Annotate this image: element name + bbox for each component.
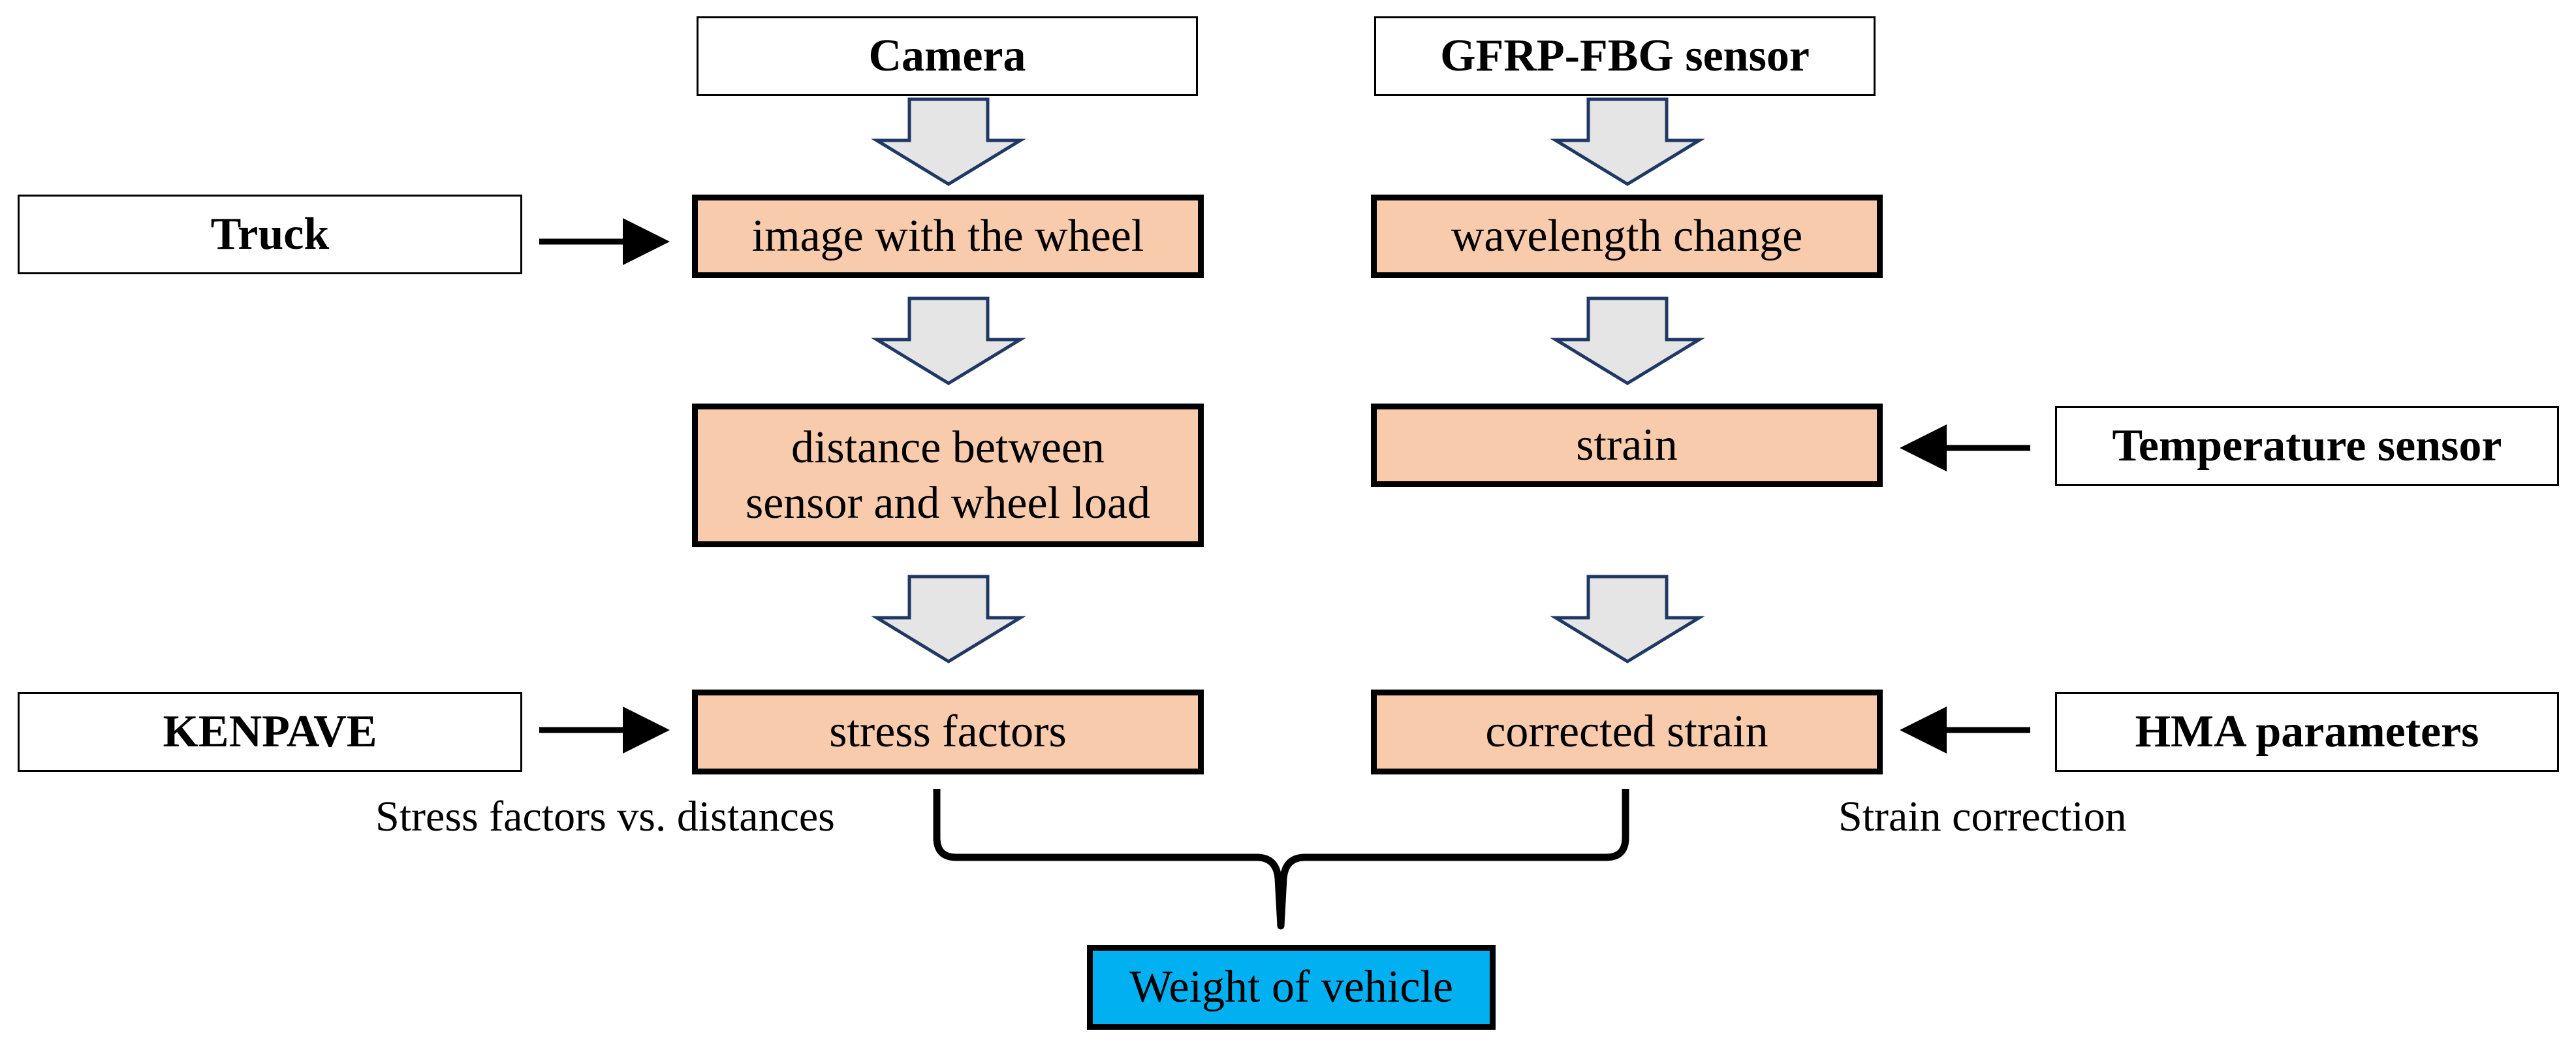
kenpave-box: KENPAVE (18, 692, 522, 772)
distance-label-line2: sensor and wheel load (745, 478, 1151, 528)
strain-box: strain (1371, 404, 1883, 487)
merge-brace (933, 789, 1629, 930)
gfrp-fbg-sensor-box: GFRP-FBG sensor (1374, 16, 1876, 96)
temperature-sensor-label: Temperature sensor (2112, 421, 2502, 471)
down-arrow-camera-to-image (871, 97, 1026, 186)
camera-label: Camera (868, 31, 1026, 82)
camera-box: Camera (697, 16, 1198, 96)
down-arrow-gfrp-to-wavelength (1550, 97, 1705, 186)
down-arrow-image-to-distance (871, 296, 1026, 385)
corrected-strain-box: corrected strain (1371, 690, 1883, 774)
stress-factors-box: stress factors (692, 690, 1204, 774)
stress-factors-label: stress factors (829, 707, 1067, 757)
temperature-sensor-box: Temperature sensor (2055, 406, 2559, 486)
down-arrow-distance-to-stress (871, 575, 1026, 663)
weight-of-vehicle-label: Weight of vehicle (1129, 962, 1453, 1013)
wavelength-change-label: wavelength change (1451, 211, 1803, 262)
image-with-wheel-box: image with the wheel (692, 195, 1204, 278)
hma-parameters-label: HMA parameters (2135, 707, 2479, 757)
wavelength-change-box: wavelength change (1371, 195, 1883, 278)
gfrp-fbg-sensor-label: GFRP-FBG sensor (1440, 31, 1810, 82)
image-with-wheel-label: image with the wheel (751, 211, 1144, 262)
down-arrow-strain-to-corrected (1550, 575, 1705, 663)
stress-vs-distance-caption: Stress factors vs. distances (375, 793, 835, 840)
truck-box: Truck (18, 195, 522, 274)
corrected-strain-label: corrected strain (1485, 707, 1768, 757)
strain-label: strain (1576, 420, 1678, 471)
down-arrow-wavelength-to-strain (1550, 296, 1705, 385)
truck-label: Truck (210, 209, 330, 260)
weight-of-vehicle-box: Weight of vehicle (1087, 945, 1496, 1030)
hma-parameters-box: HMA parameters (2055, 692, 2559, 772)
distance-box: distance between sensor and wheel load (692, 404, 1204, 547)
strain-correction-caption: Strain correction (1838, 793, 2127, 840)
distance-label-line1: distance between (791, 422, 1105, 473)
kenpave-label: KENPAVE (163, 707, 377, 757)
